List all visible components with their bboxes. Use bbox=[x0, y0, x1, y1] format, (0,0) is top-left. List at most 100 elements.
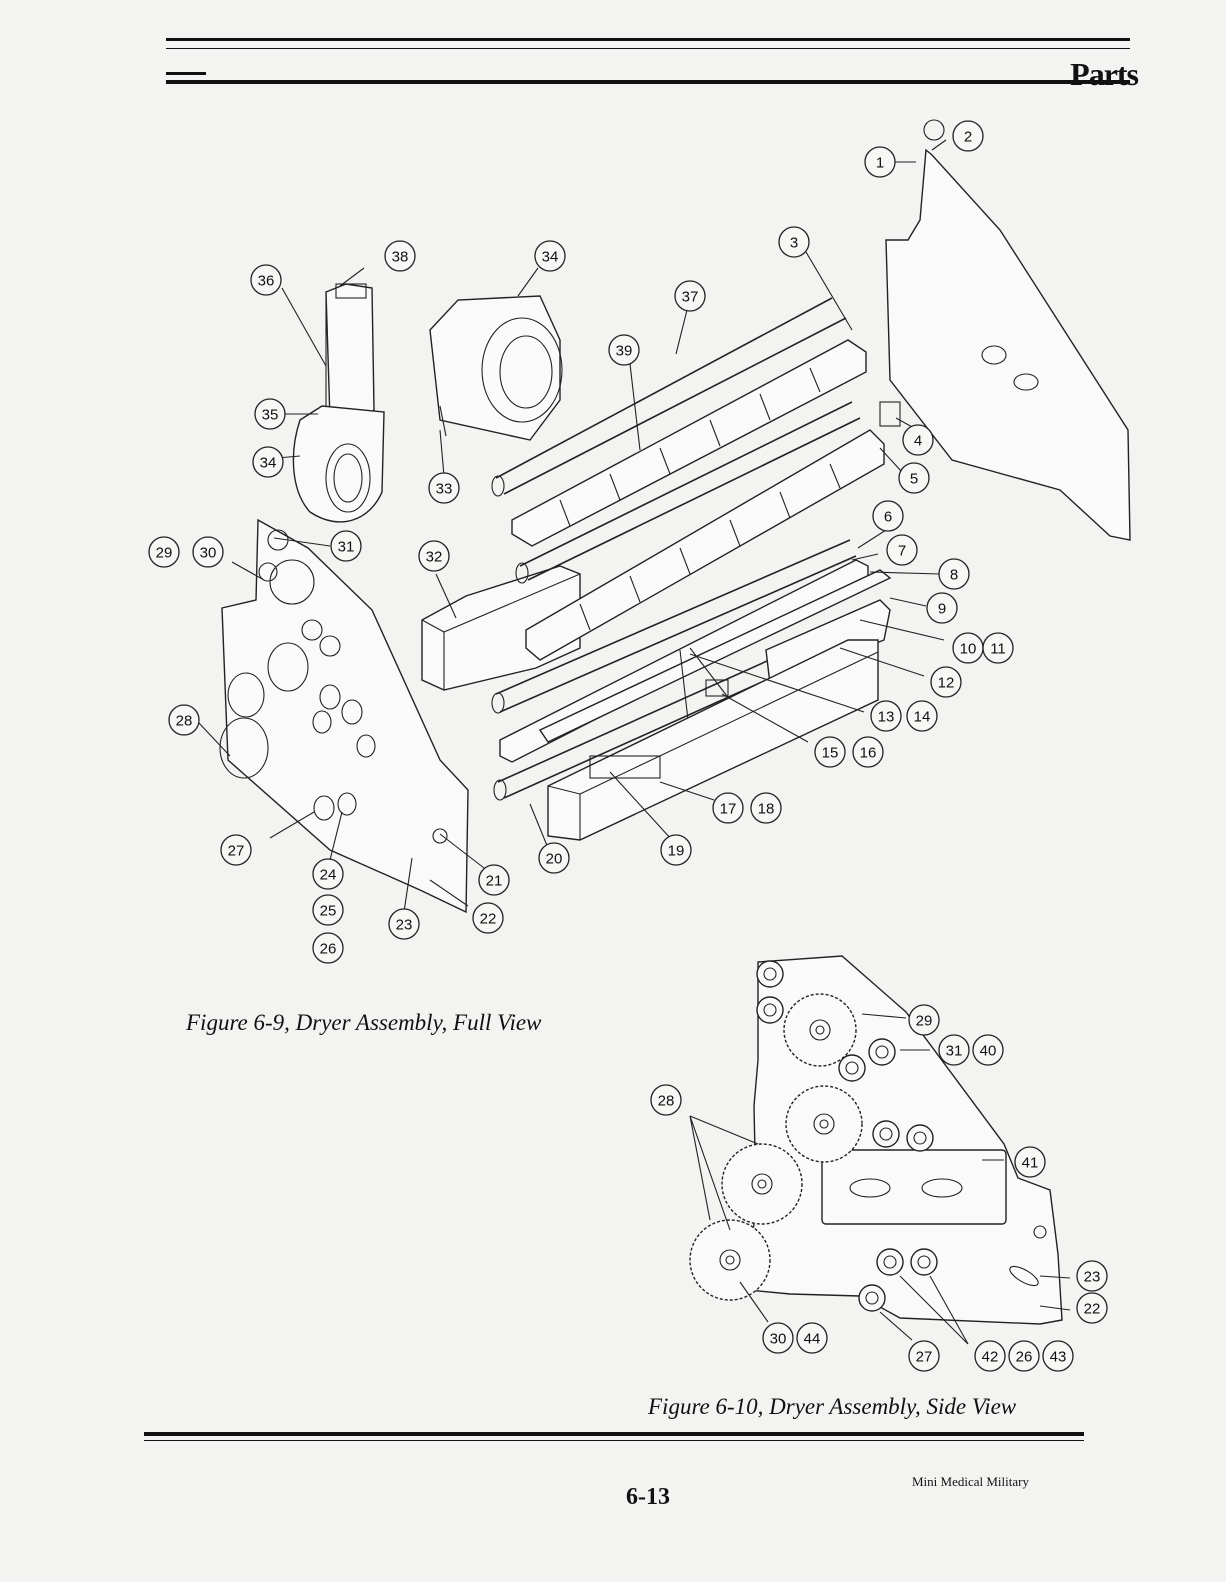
callout-fig-6-9-12: 12 bbox=[931, 667, 961, 697]
callout-label: 25 bbox=[320, 903, 337, 920]
callout-fig-6-9-4: 4 bbox=[903, 425, 933, 455]
callout-label: 34 bbox=[260, 455, 277, 472]
callout-label: 22 bbox=[1084, 1301, 1101, 1318]
callout-fig-6-9-20: 20 bbox=[539, 843, 569, 873]
callout-fig-6-9-36: 36 bbox=[251, 265, 281, 295]
callout-fig-6-9-2: 2 bbox=[953, 121, 983, 151]
callout-fig-6-9-31: 31 bbox=[331, 531, 361, 561]
figure-caption-6-10: Figure 6-10, Dryer Assembly, Side View bbox=[648, 1394, 1016, 1420]
callout-label: 31 bbox=[338, 539, 355, 556]
callout-fig-6-9-33: 33 bbox=[429, 473, 459, 503]
callout-label: 42 bbox=[982, 1349, 999, 1366]
callout-fig-6-10-41: 41 bbox=[1015, 1147, 1045, 1177]
callout-fig-6-10-43: 43 bbox=[1043, 1341, 1073, 1371]
callout-label: 39 bbox=[616, 343, 633, 360]
callout-fig-6-9-16: 16 bbox=[853, 737, 883, 767]
callout-label: 3 bbox=[790, 235, 798, 252]
callout-fig-6-10-26: 26 bbox=[1009, 1341, 1039, 1371]
callout-fig-6-9-15: 15 bbox=[815, 737, 845, 767]
callout-fig-6-9-14: 14 bbox=[907, 701, 937, 731]
callout-label: 21 bbox=[486, 873, 503, 890]
callout-fig-6-9-5: 5 bbox=[899, 463, 929, 493]
callout-label: 29 bbox=[916, 1013, 933, 1030]
callout-label: 30 bbox=[770, 1331, 787, 1348]
callout-label: 27 bbox=[916, 1349, 933, 1366]
callout-label: 28 bbox=[176, 713, 193, 730]
callout-fig-6-9-27: 27 bbox=[221, 835, 251, 865]
callout-label: 43 bbox=[1050, 1349, 1067, 1366]
callout-fig-6-9-18: 18 bbox=[751, 793, 781, 823]
callout-label: 35 bbox=[262, 407, 279, 424]
callout-fig-6-9-25: 25 bbox=[313, 895, 343, 925]
callout-label: 1 bbox=[876, 155, 884, 172]
callout-label: 26 bbox=[1016, 1349, 1033, 1366]
callout-label: 18 bbox=[758, 801, 775, 818]
callout-fig-6-9-1: 1 bbox=[865, 147, 895, 177]
callout-label: 36 bbox=[258, 273, 275, 290]
callout-fig-6-9-32: 32 bbox=[419, 541, 449, 571]
callout-fig-6-10-40: 40 bbox=[973, 1035, 1003, 1065]
callout-label: 14 bbox=[914, 709, 931, 726]
callout-label: 38 bbox=[392, 249, 409, 266]
fig-6-9-drawing bbox=[198, 120, 1130, 912]
callout-label: 6 bbox=[884, 509, 892, 526]
callout-label: 11 bbox=[990, 641, 1006, 658]
callout-fig-6-10-42: 42 bbox=[975, 1341, 1005, 1371]
footer-rule bbox=[144, 1432, 1084, 1436]
callout-label: 29 bbox=[156, 545, 173, 562]
callout-label: 34 bbox=[542, 249, 559, 266]
callout-fig-6-9-28: 28 bbox=[169, 705, 199, 735]
callout-fig-6-9-3: 3 bbox=[779, 227, 809, 257]
callout-fig-6-9-38: 38 bbox=[385, 241, 415, 271]
callout-fig-6-10-27: 27 bbox=[909, 1341, 939, 1371]
footer-rule-thin bbox=[144, 1440, 1084, 1441]
callout-label: 32 bbox=[426, 549, 443, 566]
callout-label: 37 bbox=[682, 289, 699, 306]
callout-label: 41 bbox=[1022, 1155, 1039, 1172]
callout-label: 5 bbox=[910, 471, 918, 488]
callout-label: 23 bbox=[1084, 1269, 1101, 1286]
callout-fig-6-9-35: 35 bbox=[255, 399, 285, 429]
callout-fig-6-9-34: 34 bbox=[253, 447, 283, 477]
callout-label: 9 bbox=[938, 601, 946, 618]
callout-label: 26 bbox=[320, 941, 337, 958]
callout-fig-6-9-6: 6 bbox=[873, 501, 903, 531]
callout-label: 24 bbox=[320, 867, 337, 884]
callout-label: 30 bbox=[200, 545, 217, 562]
callout-label: 16 bbox=[860, 745, 877, 762]
callout-label: 15 bbox=[822, 745, 839, 762]
callout-fig-6-9-7: 7 bbox=[887, 535, 917, 565]
callout-fig-6-9-21: 21 bbox=[479, 865, 509, 895]
callout-fig-6-9-19: 19 bbox=[661, 835, 691, 865]
callout-fig-6-9-13: 13 bbox=[871, 701, 901, 731]
callout-fig-6-9-17: 17 bbox=[713, 793, 743, 823]
callout-label: 31 bbox=[946, 1043, 963, 1060]
callout-label: 12 bbox=[938, 675, 955, 692]
callout-fig-6-9-8: 8 bbox=[939, 559, 969, 589]
callout-label: 23 bbox=[396, 917, 413, 934]
callout-fig-6-9-23: 23 bbox=[389, 909, 419, 939]
callout-label: 40 bbox=[980, 1043, 997, 1060]
callout-fig-6-9-26: 26 bbox=[313, 933, 343, 963]
callout-label: 10 bbox=[960, 641, 977, 658]
callout-label: 20 bbox=[546, 851, 563, 868]
callout-label: 22 bbox=[480, 911, 497, 928]
callout-fig-6-9-9: 9 bbox=[927, 593, 957, 623]
callout-label: 8 bbox=[950, 567, 958, 584]
callout-fig-6-10-44: 44 bbox=[797, 1323, 827, 1353]
callout-fig-6-9-10: 10 bbox=[953, 633, 983, 663]
callout-label: 19 bbox=[668, 843, 685, 860]
callout-label: 4 bbox=[914, 433, 922, 450]
callout-label: 28 bbox=[658, 1093, 675, 1110]
callout-label: 7 bbox=[898, 543, 906, 560]
callout-fig-6-9-37: 37 bbox=[675, 281, 705, 311]
callout-label: 2 bbox=[964, 129, 972, 146]
callout-fig-6-10-29: 29 bbox=[909, 1005, 939, 1035]
callout-label: 44 bbox=[804, 1331, 821, 1348]
page-number: 6-13 bbox=[626, 1484, 670, 1511]
callout-fig-6-10-28: 28 bbox=[651, 1085, 681, 1115]
callout-fig-6-10-30: 30 bbox=[763, 1323, 793, 1353]
callout-fig-6-9-22: 22 bbox=[473, 903, 503, 933]
manual-title: Mini Medical Military bbox=[912, 1474, 1029, 1490]
